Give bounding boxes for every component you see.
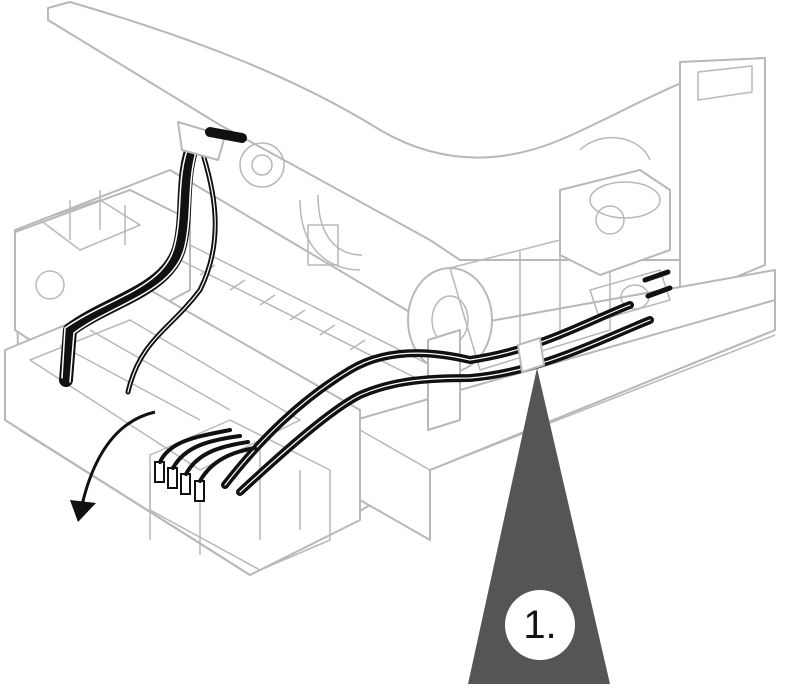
cabinet-side-panel <box>679 57 766 301</box>
cable-thin-left-gap <box>127 144 216 393</box>
pipe-fitting <box>307 224 339 266</box>
connector-plug <box>167 467 178 489</box>
cable-right-gaps <box>224 304 651 493</box>
motor-body <box>449 239 611 371</box>
front-lower-face <box>359 334 776 540</box>
cable-tie-clamp <box>517 337 545 373</box>
cable-bundle-left <box>59 133 202 387</box>
step-number-text: 1. <box>523 602 557 647</box>
gas-valve <box>559 169 671 276</box>
cable-ends-right <box>642 269 673 299</box>
triangle-pointer-icon <box>468 368 610 684</box>
cabinet-side-window <box>697 65 753 101</box>
cable-stub-top <box>205 127 247 143</box>
connector-block <box>149 419 331 571</box>
left-module <box>14 189 191 361</box>
step-number-badge: 1. <box>505 590 575 660</box>
gas-valve-knob <box>595 205 625 235</box>
gas-valve-top <box>589 181 661 219</box>
left-module-port <box>35 270 65 300</box>
round-valve-inner <box>251 154 273 176</box>
connector-plug <box>180 473 191 495</box>
round-valve <box>239 142 285 188</box>
left-module-detail <box>39 190 141 251</box>
curved-arrow-head <box>70 500 96 522</box>
connector-plug <box>154 461 165 483</box>
pipe-elbow <box>299 194 363 271</box>
cable-bundle-left-gaps <box>61 139 201 383</box>
pump-assembly <box>579 136 671 321</box>
curved-arrow-icon <box>80 410 156 506</box>
connector-plug <box>194 480 205 502</box>
plug-wires <box>158 428 257 483</box>
